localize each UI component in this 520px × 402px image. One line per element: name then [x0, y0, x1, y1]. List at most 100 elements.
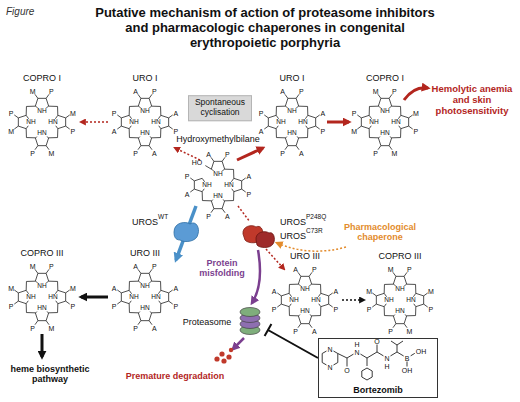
reaction-arrow [327, 121, 349, 124]
meso-bridge [369, 106, 378, 115]
substituent-label: P [367, 306, 372, 313]
substituent-bond [211, 157, 214, 161]
enzyme-label: UROS [280, 217, 306, 227]
nitrogen-label: NH [36, 283, 47, 290]
substituent-bond [316, 115, 320, 118]
proteasome-label: Proteasome [183, 317, 232, 327]
substituent-label: P [247, 191, 252, 198]
substituent-bond [309, 324, 312, 328]
substituent-bond [149, 146, 152, 150]
meso-bridge [49, 106, 58, 115]
substituent-label: M [391, 149, 397, 156]
molecule-name: COPRO I [366, 73, 404, 83]
fragment-dot [226, 354, 231, 359]
substituent-label: A [247, 172, 252, 179]
atom-label: N [326, 346, 333, 353]
substituent-bond [222, 157, 225, 161]
substituent-bond [149, 269, 152, 273]
substituent-label: P [388, 327, 393, 334]
substituent-label: P [112, 109, 117, 116]
meso-bridge [407, 284, 416, 293]
substituent-label: A [272, 287, 277, 294]
meso-bridge [152, 281, 161, 290]
nitrogen-label: HN [405, 297, 416, 304]
substituent-label: M [366, 287, 372, 294]
substituent-bond [190, 178, 194, 181]
substituent-bond [404, 272, 407, 276]
enzyme-variant: P248Q [306, 213, 326, 220]
nitrogen-label: NH [36, 108, 47, 115]
substituent-label: P [414, 128, 419, 135]
process-box: Spontaneous cyclisation [188, 95, 252, 121]
atom-label: OH [401, 367, 414, 374]
molecule-name: Hydroxymethylbilane [176, 134, 260, 144]
substituent-bond [277, 293, 281, 296]
nitrogen-label: HN [36, 130, 47, 137]
enzyme-label: UROS [132, 217, 158, 227]
nitrogen-label: HN [47, 119, 58, 126]
substituent-label: M [413, 109, 419, 116]
substituent-label: M [388, 266, 394, 273]
pathway-label: heme biosynthetic pathway [4, 364, 96, 385]
molecule-name: COPRO I [23, 73, 61, 83]
molecule-name: URO III [290, 251, 320, 261]
substituent-bond [14, 115, 18, 118]
meso-bridge [152, 304, 161, 313]
substituent-bond [409, 115, 413, 118]
substituent-bond [296, 146, 299, 150]
nitrogen-label: NH [128, 119, 139, 126]
node-text: Spontaneous cyclisation [192, 98, 248, 118]
substituent-label: P [133, 149, 138, 156]
meso-bridge [392, 106, 401, 115]
enzyme-variant: C73R [306, 227, 323, 234]
figure-title: Putative mechanism of action of proteaso… [95, 5, 435, 50]
substituent-bond [424, 304, 428, 307]
dotted-arrow [81, 121, 108, 123]
figure-label: Figure [6, 6, 34, 18]
atom-label: N [326, 364, 333, 371]
substituent-bond [242, 178, 246, 181]
meso-bridge [289, 284, 298, 293]
nitrogen-label: HN [47, 294, 58, 301]
substituent-bond [149, 94, 152, 98]
tetrapyrrole-structure [190, 157, 245, 212]
proteasome-ring [240, 308, 260, 317]
tetrapyrrole-structure [372, 272, 427, 327]
substituent-label: P [174, 303, 179, 310]
meso-bridge [299, 129, 308, 138]
misfolding-arrow [252, 250, 260, 303]
substituent-bond [389, 94, 392, 98]
meso-bridge [276, 129, 285, 138]
substituent-bond [138, 94, 141, 98]
substituent-label: P [429, 306, 434, 313]
substituent-label: P [49, 88, 54, 95]
substituent-bond [264, 115, 268, 118]
nitrogen-label: HN [286, 130, 297, 137]
substituent-bond [14, 290, 18, 293]
nitrogen-label: HN [394, 308, 405, 315]
substituent-bond [409, 126, 413, 129]
substituent-label: P [280, 149, 285, 156]
substituent-label: A [293, 266, 298, 273]
meso-bridge [129, 129, 138, 138]
substituent-label: A [133, 88, 138, 95]
nitrogen-label: HN [36, 305, 47, 312]
meso-bridge [26, 129, 35, 138]
substituent-bond [149, 321, 152, 325]
substituent-label: P [71, 303, 76, 310]
nitrogen-label: NH [299, 286, 310, 293]
nitrogen-label: NH [128, 294, 139, 301]
substituent-label: M [428, 287, 434, 294]
drug-box: Bortezomib [318, 338, 438, 398]
nitrogen-label: HN [297, 119, 308, 126]
nitrogen-label: HN [139, 130, 150, 137]
substituent-bond [211, 209, 214, 213]
substituent-label: A [112, 284, 117, 291]
tetrapyrrole-structure [117, 94, 172, 149]
substituent-bond [316, 126, 320, 129]
meso-bridge [312, 307, 321, 316]
substituent-bond [190, 189, 194, 192]
meso-bridge [369, 129, 378, 138]
outcome-label: Hemolytic anemia and skin photosensitivi… [430, 84, 514, 117]
substituent-bond [66, 290, 70, 293]
